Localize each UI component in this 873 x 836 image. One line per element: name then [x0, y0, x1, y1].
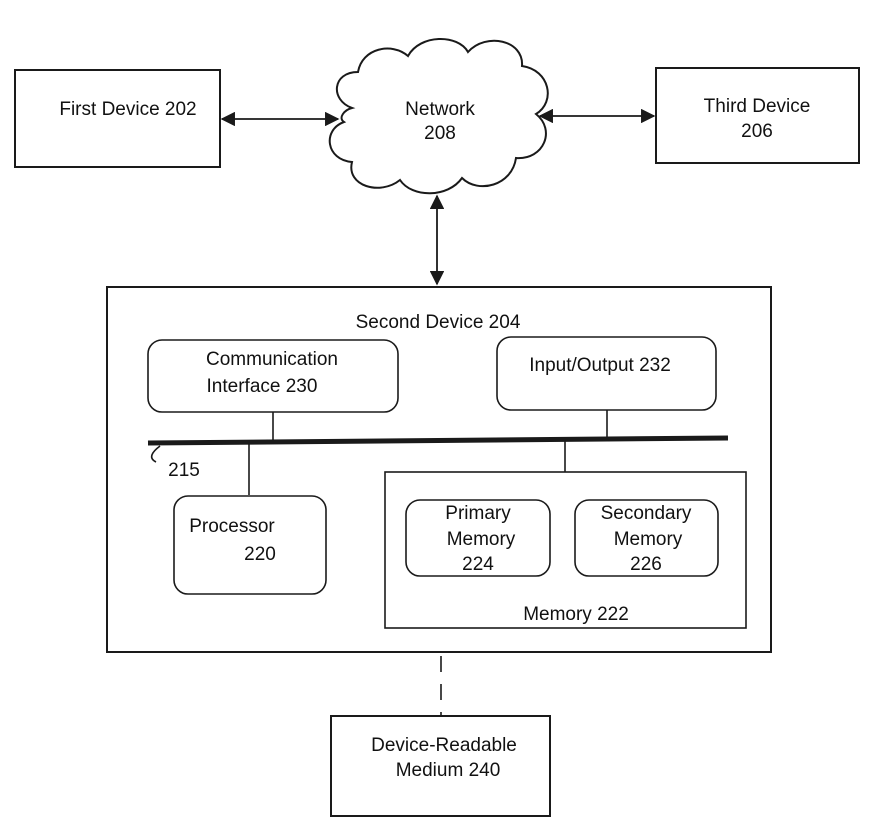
secondary-memory-node: Secondary Memory 226 [574, 499, 719, 577]
processor-node: Processor 220 [173, 495, 327, 595]
communication-interface-node: Communication Interface 230 [147, 339, 399, 413]
network-label-ref: 208 [424, 123, 456, 144]
first-device-label: First Device 202 [59, 99, 196, 120]
third-device-node: Third Device 206 [655, 67, 860, 164]
primary-memory-label-line1: Primary [445, 503, 511, 524]
third-device-label-ref: 206 [741, 121, 773, 142]
primary-memory-label-ref: 224 [462, 554, 494, 575]
secondary-memory-label-line1: Secondary [601, 503, 692, 524]
device-readable-medium-label-ref: Medium 240 [396, 760, 501, 781]
bus-ref-label: 215 [168, 460, 200, 481]
device-readable-medium-node: Device-Readable Medium 240 [330, 715, 551, 817]
device-readable-medium-label-name: Device-Readable [371, 735, 517, 756]
secondary-memory-label-line2: Memory [614, 529, 683, 550]
bus-ref-leader [150, 445, 161, 463]
communication-interface-label-name: Communication [206, 349, 338, 370]
processor-label-ref: 220 [244, 544, 276, 565]
processor-label-name: Processor [189, 516, 275, 537]
primary-memory-node: Primary Memory 224 [405, 499, 551, 577]
first-device-node: First Device 202 [14, 69, 221, 168]
communication-interface-label-ref: Interface 230 [207, 376, 318, 397]
second-device-label: Second Device 204 [356, 312, 521, 333]
primary-memory-label-line2: Memory [447, 529, 516, 550]
network-node: Network 208 [328, 38, 549, 195]
memory-label: Memory 222 [523, 604, 629, 625]
third-device-label-name: Third Device [704, 96, 811, 117]
system-bus [147, 435, 729, 446]
network-label-name: Network [405, 99, 475, 120]
network-cloud [328, 38, 549, 195]
input-output-node: Input/Output 232 [496, 336, 717, 411]
secondary-memory-label-ref: 226 [630, 554, 662, 575]
input-output-label: Input/Output 232 [529, 355, 671, 376]
